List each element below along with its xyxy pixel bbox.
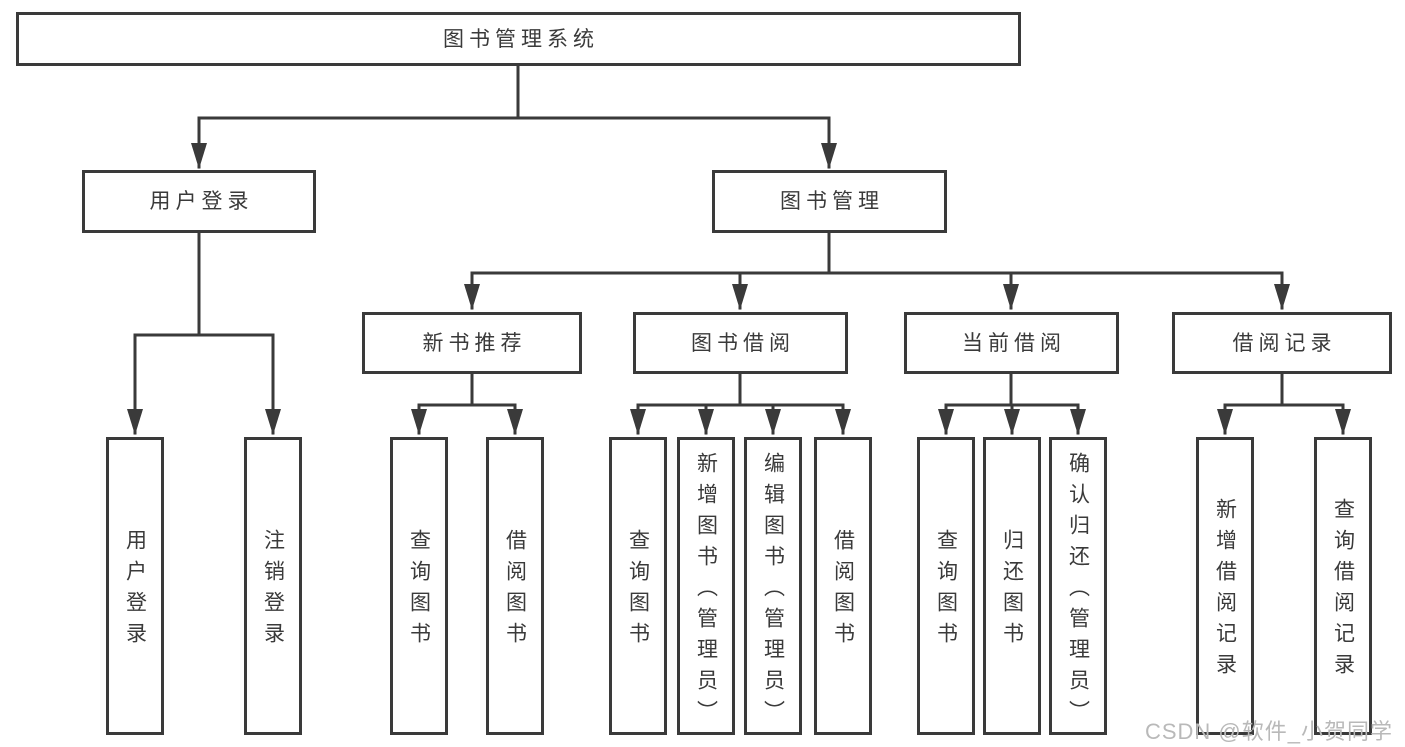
leaf-query-books-recommend: 查询图书 xyxy=(390,437,448,735)
connector-book-management-children xyxy=(464,229,1290,310)
leaf-label: 借阅图书 xyxy=(831,529,855,653)
node-label: 图书管理 xyxy=(780,190,884,213)
node-current-borrow: 当前借阅 xyxy=(904,312,1119,374)
leaf-confirm-return-admin: 确认归还（管理员） xyxy=(1049,437,1107,735)
leaf-query-books-current: 查询图书 xyxy=(917,437,975,735)
leaf-label: 注销登录 xyxy=(261,529,285,653)
leaf-label: 新增图书（管理员） xyxy=(694,451,718,731)
leaf-label: 查询借阅记录 xyxy=(1331,498,1355,684)
node-new-book-recommend: 新书推荐 xyxy=(362,312,582,374)
node-label: 用户登录 xyxy=(149,190,254,213)
node-user-login: 用户登录 xyxy=(82,170,316,233)
leaf-user-login: 用户登录 xyxy=(106,437,164,735)
leaf-add-books-admin: 新增图书（管理员） xyxy=(677,437,735,735)
leaf-label: 用户登录 xyxy=(123,529,147,653)
connector-root-to-level2 xyxy=(191,62,837,169)
node-label: 图书借阅 xyxy=(691,331,795,355)
leaf-add-borrow-record: 新增借阅记录 xyxy=(1196,437,1254,735)
node-book-management: 图书管理 xyxy=(712,170,947,233)
node-label: 图书管理系统 xyxy=(443,27,599,51)
node-root-library-system: 图书管理系统 xyxy=(16,12,1021,66)
connector-new-book-children xyxy=(411,370,523,435)
leaf-label: 查询图书 xyxy=(407,529,431,653)
connector-borrow-records-children xyxy=(1217,370,1351,435)
connector-current-borrow-children xyxy=(938,370,1086,435)
leaf-label: 查询图书 xyxy=(626,529,650,653)
leaf-label: 编辑图书（管理员） xyxy=(761,451,785,731)
leaf-borrow-books-recommend: 借阅图书 xyxy=(486,437,544,735)
node-borrow-records: 借阅记录 xyxy=(1172,312,1392,374)
leaf-borrow-books-borrow: 借阅图书 xyxy=(814,437,872,735)
leaf-label: 确认归还（管理员） xyxy=(1066,451,1090,731)
leaf-query-books-borrow: 查询图书 xyxy=(609,437,667,735)
leaf-label: 借阅图书 xyxy=(503,529,527,653)
leaf-logout-login: 注销登录 xyxy=(244,437,302,735)
node-label: 借阅记录 xyxy=(1232,331,1337,355)
node-label: 当前借阅 xyxy=(962,331,1066,355)
leaf-edit-books-admin: 编辑图书（管理员） xyxy=(744,437,802,735)
leaf-label: 新增借阅记录 xyxy=(1213,498,1237,684)
connector-book-borrow-children xyxy=(630,370,851,435)
node-label: 新书推荐 xyxy=(422,331,527,355)
leaf-label: 归还图书 xyxy=(1000,529,1024,653)
leaf-return-books: 归还图书 xyxy=(983,437,1041,735)
node-book-borrow: 图书借阅 xyxy=(633,312,848,374)
leaf-label: 查询图书 xyxy=(934,529,958,653)
leaf-query-borrow-record: 查询借阅记录 xyxy=(1314,437,1372,735)
csdn-watermark: CSDN @软件_小贺同学 xyxy=(1144,719,1393,744)
connector-user-login-children xyxy=(127,229,281,435)
